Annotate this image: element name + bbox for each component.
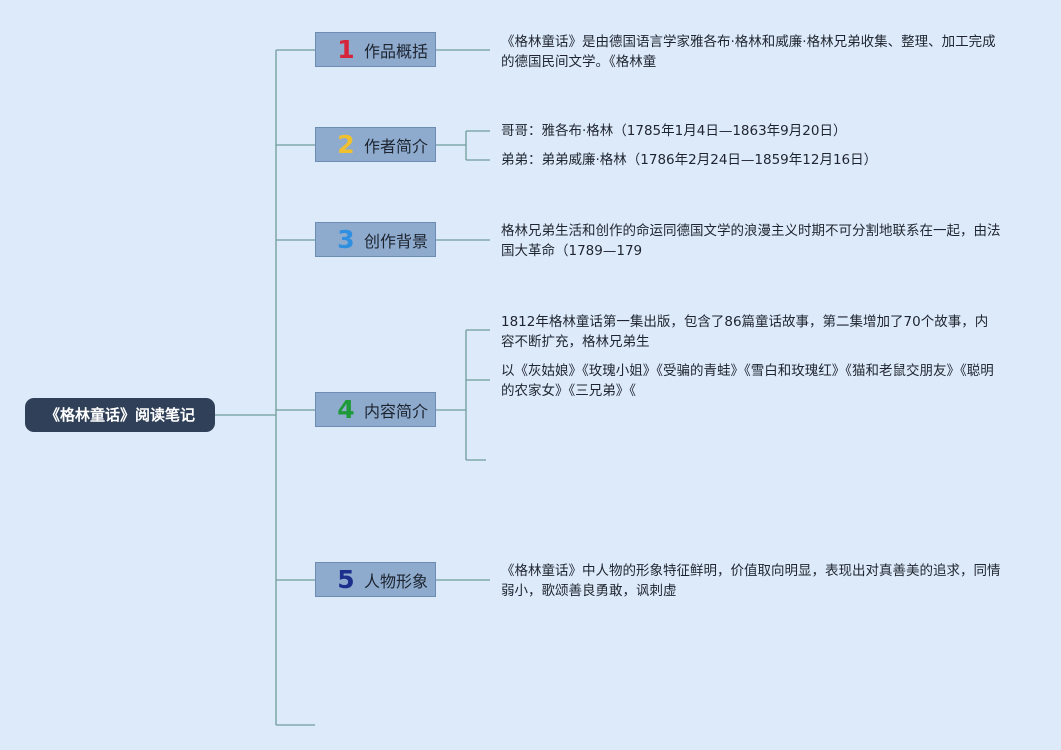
branch-number-1: 1 bbox=[337, 35, 355, 64]
branch-topic-3[interactable]: 3 创作背景 bbox=[315, 222, 436, 257]
branch-label-4: 内容简介 bbox=[364, 401, 429, 421]
branch-number-2: 2 bbox=[337, 130, 355, 159]
branch-label-1: 作品概括 bbox=[364, 41, 429, 61]
leaf-5-1[interactable]: 《格林童话》中人物的形象特征鲜明，价值取向明显，表现出对真善美的追求，同情弱小，… bbox=[501, 563, 1001, 599]
leaf-3-1[interactable]: 格林兄弟生活和创作的命运同德国文学的浪漫主义时期不可分割地联系在一起，由法国大革… bbox=[501, 223, 1001, 259]
branch-label-3: 创作背景 bbox=[364, 231, 429, 251]
branch-number-3: 3 bbox=[337, 225, 355, 254]
root-topic-label: 《格林童话》阅读笔记 bbox=[44, 406, 195, 424]
branch-topic-5[interactable]: 5 人物形象 bbox=[315, 562, 436, 597]
leaf-1-1[interactable]: 《格林童话》是由德国语言学家雅各布·格林和威廉·格林兄弟收集、整理、加工完成的德… bbox=[501, 34, 996, 70]
branch-number-5: 5 bbox=[337, 565, 355, 594]
root-topic[interactable]: 《格林童话》阅读笔记 bbox=[25, 398, 215, 432]
branch-topic-2[interactable]: 2 作者简介 bbox=[315, 127, 436, 162]
branch-topic-4[interactable]: 4 内容简介 bbox=[315, 392, 436, 427]
branch-number-4: 4 bbox=[337, 395, 355, 424]
branch-topic-1[interactable]: 1 作品概括 bbox=[315, 32, 436, 67]
branch-label-5: 人物形象 bbox=[364, 571, 429, 591]
branch-label-2: 作者简介 bbox=[364, 136, 429, 156]
leaf-2-1[interactable]: 哥哥：雅各布·格林（1785年1月4日—1863年9月20日） bbox=[501, 123, 847, 139]
leaf-4-2[interactable]: 以《灰姑娘》《玫瑰小姐》《受骗的青蛙》《雪白和玫瑰红》《猫和老鼠交朋友》《聪明的… bbox=[501, 363, 994, 399]
leaf-2-2[interactable]: 弟弟：弟弟威廉·格林（1786年2月24日—1859年12月16日） bbox=[501, 152, 878, 168]
leaf-4-1[interactable]: 1812年格林童话第一集出版，包含了86篇童话故事，第二集增加了70个故事，内容… bbox=[501, 314, 989, 350]
